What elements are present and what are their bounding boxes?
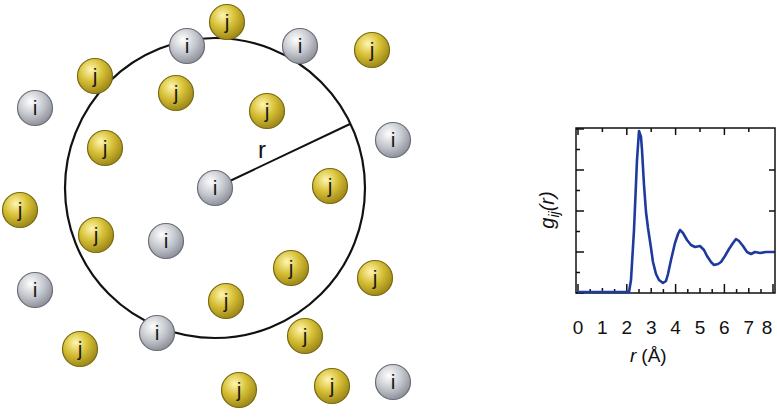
atom-i: i [196, 169, 234, 207]
atom-j: j [286, 317, 324, 355]
atom-label: i [16, 89, 54, 127]
atom-label: i [374, 363, 412, 401]
axis-title: r [630, 346, 636, 365]
atom-j: j [208, 3, 246, 41]
atom-label: j [248, 92, 286, 130]
atom-label: j [353, 31, 391, 69]
atom-j: j [207, 282, 245, 320]
atom-j: j [220, 371, 258, 409]
atom-i: i [16, 271, 54, 309]
radius-label: r [258, 138, 266, 162]
rdf-curve [578, 131, 774, 292]
axis-title: gij(r) [537, 191, 561, 228]
atom-j: j [86, 129, 124, 167]
tick-label: 6 [719, 318, 730, 337]
atom-label: i [147, 222, 185, 260]
axis-title-part: g [536, 218, 558, 229]
shell-circle [65, 38, 365, 338]
atom-j: j [313, 367, 351, 405]
tick-label: 8 [762, 318, 773, 337]
tick-label: 0 [573, 318, 584, 337]
atom-label: j [286, 317, 324, 355]
atom-label: i [196, 169, 234, 207]
atom-label: i [138, 314, 176, 352]
axis-title-part: (r) [536, 191, 558, 211]
atom-label: j [157, 74, 195, 112]
atom-j: j [311, 167, 349, 205]
axis-ticks [576, 128, 775, 293]
atom-label: j [356, 259, 394, 297]
tick-label: 2 [622, 318, 633, 337]
tick-label: 4 [670, 318, 681, 337]
atom-label: j [311, 167, 349, 205]
atom-j: j [157, 74, 195, 112]
atom-label: j [220, 371, 258, 409]
atom-label: j [76, 57, 114, 95]
axis-title: (Å) [641, 346, 666, 365]
atom-i: i [374, 121, 412, 159]
plot-frame [576, 128, 775, 293]
atom-label: i [168, 27, 206, 65]
atom-label: j [61, 330, 99, 368]
tick-label: 5 [695, 318, 706, 337]
atom-i: i [281, 27, 319, 65]
atom-i: i [147, 222, 185, 260]
atom-label: j [77, 216, 115, 254]
atom-label: j [272, 249, 310, 287]
atom-i: i [16, 89, 54, 127]
tick-label: 1 [597, 318, 608, 337]
atom-j: j [1, 191, 39, 229]
atom-i: i [168, 27, 206, 65]
atom-i: i [138, 314, 176, 352]
tick-label: 3 [646, 318, 657, 337]
atom-j: j [353, 31, 391, 69]
axis-title-part: ij [546, 211, 562, 217]
atom-j: j [356, 259, 394, 297]
atom-label: i [374, 121, 412, 159]
atom-label: i [281, 27, 319, 65]
atom-label: j [313, 367, 351, 405]
tick-label: 7 [744, 318, 755, 337]
atom-label: j [1, 191, 39, 229]
atom-j: j [248, 92, 286, 130]
atom-label: j [208, 3, 246, 41]
atom-i: i [374, 363, 412, 401]
atom-j: j [272, 249, 310, 287]
atom-j: j [77, 216, 115, 254]
atom-label: i [16, 271, 54, 309]
atom-j: j [61, 330, 99, 368]
atom-label: j [207, 282, 245, 320]
atom-j: j [76, 57, 114, 95]
atom-label: j [86, 129, 124, 167]
